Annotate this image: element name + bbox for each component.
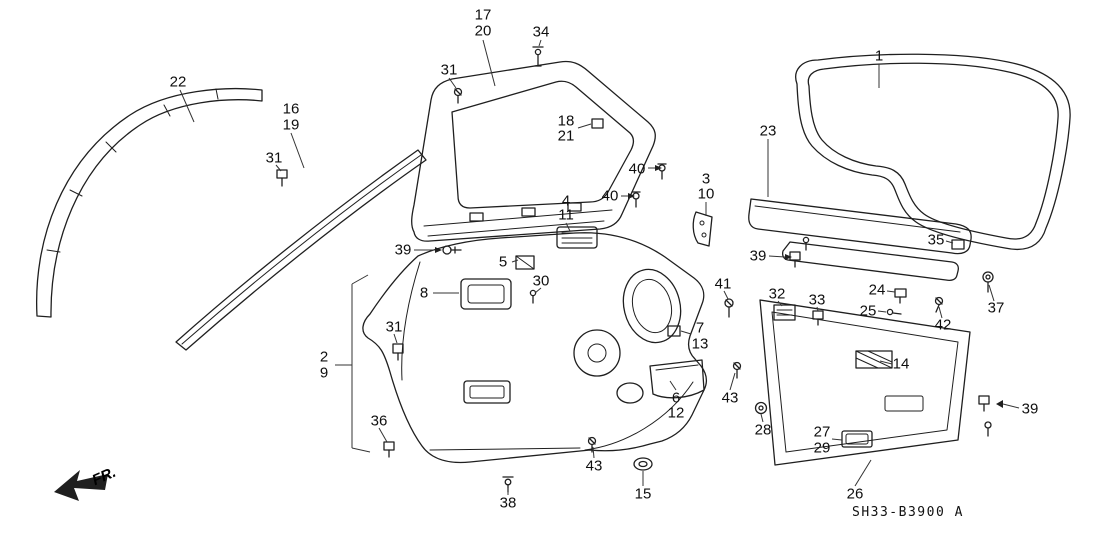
part-number-label: 15 (634, 485, 652, 503)
part-number-label: 4 (561, 192, 571, 210)
part-number-label: 31 (385, 318, 403, 336)
part-number-label: 11 (558, 206, 574, 224)
part-number-label: 9 (319, 364, 329, 382)
push-pin-icon (802, 236, 810, 251)
part-number-label: 7 (695, 319, 705, 337)
part-number-label: 28 (754, 421, 772, 439)
part-number-label: 39 (394, 241, 412, 259)
diagram-reference-code: SH33-B3900 A (852, 505, 964, 520)
part-number-label: 10 (697, 185, 715, 203)
part-number-label: 6 (671, 389, 681, 407)
lower-tailgate-lining-outline (754, 299, 992, 466)
part-number-label: 14 (892, 355, 910, 373)
quarter-window-garnish-outline (411, 46, 656, 255)
screw-icon (724, 298, 734, 318)
part-number-label: 41 (714, 275, 732, 293)
pillar-garnish-strip-outline (175, 149, 427, 351)
part-number-label: 13 (691, 335, 709, 353)
upper-tailgate-garnish-outline (748, 198, 994, 316)
roof-side-garnish-outline (35, 88, 263, 318)
part-number-label: 35 (927, 231, 945, 249)
part-number-label: 3 (701, 170, 711, 188)
part-number-label: 43 (721, 389, 739, 407)
clip-icon (951, 239, 965, 250)
part-number-label: 16 (282, 100, 300, 118)
part-number-label: 21 (557, 127, 575, 145)
part-number-label: 1 (874, 47, 884, 65)
part-number-label: 17 (474, 6, 492, 24)
part-number-label: 39 (1021, 400, 1039, 418)
part-number-label: 40 (628, 160, 646, 178)
part-number-label: 26 (846, 485, 864, 503)
grommet-icon (633, 457, 653, 471)
screw-icon (934, 296, 944, 313)
part-number-label: 20 (474, 22, 492, 40)
screw-icon (587, 436, 597, 453)
push-pin-icon (984, 421, 992, 437)
part-number-label: 8 (419, 284, 429, 302)
part-number-label: 43 (585, 457, 603, 475)
bolt-icon (982, 271, 994, 293)
part-number-label: 32 (768, 285, 786, 303)
part-number-label: 5 (498, 253, 508, 271)
clip-icon (894, 288, 907, 304)
grommet-icon (754, 401, 768, 415)
leader-lines (179, 39, 1020, 495)
part-number-label: 12 (667, 404, 685, 422)
part-number-label: 42 (934, 316, 952, 334)
side-lining-panel-outline (362, 163, 742, 493)
part-number-label: 24 (868, 281, 886, 299)
clip-icon (886, 308, 902, 316)
push-pin-icon (532, 46, 544, 67)
fr-direction-arrow (54, 470, 108, 501)
part-number-label: 19 (282, 116, 300, 134)
screw-icon (732, 361, 742, 379)
clip-icon (383, 441, 395, 458)
part-number-label: 29 (813, 439, 831, 457)
clip-icon (789, 251, 801, 268)
part-number-label: 39 (749, 247, 767, 265)
part-number-label: 33 (808, 291, 826, 309)
clip-icon (591, 118, 604, 129)
part-number-label: 27 (813, 423, 831, 441)
part-number-label: 18 (557, 112, 575, 130)
screw-icon (453, 87, 463, 104)
tailgate-weatherstrip-outline (795, 53, 1071, 251)
clip-icon (392, 343, 404, 361)
part-number-label: 40 (601, 187, 619, 205)
part-number-label: 31 (440, 61, 458, 79)
clip-icon (978, 395, 990, 412)
part-number-label: 31 (265, 149, 283, 167)
part-number-label: 37 (987, 299, 1005, 317)
part-number-label: 22 (169, 73, 187, 91)
part-number-label: 23 (759, 122, 777, 140)
part-number-label: 38 (499, 494, 517, 512)
push-pin-icon (657, 163, 667, 180)
part-number-label: 36 (370, 412, 388, 430)
part-number-label: 30 (532, 272, 550, 290)
part-number-label: 2 (319, 348, 329, 366)
part-number-label: 34 (532, 23, 550, 41)
part-number-label: 25 (859, 302, 877, 320)
